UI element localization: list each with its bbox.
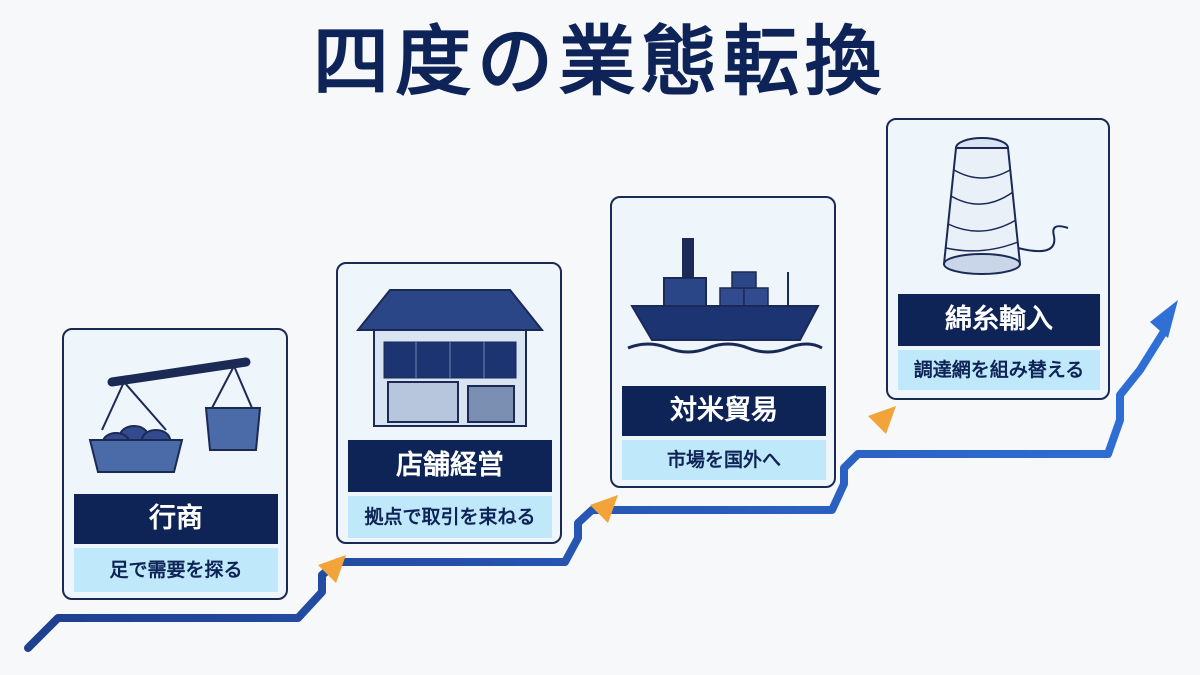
stage-name: 行商 xyxy=(74,494,278,544)
stage-desc: 市場を国外へ xyxy=(622,440,826,480)
up-arrow-icon xyxy=(318,555,346,583)
stage-card-cotton: 綿糸輸入 調達網を組み替える xyxy=(886,118,1110,400)
stage-desc: 足で需要を探る xyxy=(74,548,278,592)
carrying-pole-baskets-icon xyxy=(88,357,262,473)
thread-spool-icon xyxy=(942,137,1069,275)
stage-card-peddling: 行商 足で需要を探る xyxy=(62,328,288,600)
stage-name: 店舗経営 xyxy=(348,440,552,492)
page-title: 四度の業態転換 xyxy=(313,17,887,106)
step-line xyxy=(24,326,1169,652)
cargo-ship-icon xyxy=(627,238,823,354)
end-arrow-icon xyxy=(1150,300,1178,338)
stage-desc: 拠点で取引を束ねる xyxy=(348,496,552,538)
up-arrow-icon xyxy=(590,495,618,523)
stage-card-trade: 対米貿易 市場を国外へ xyxy=(610,196,836,488)
up-arrow-icon xyxy=(868,406,896,434)
stage-desc: 調達網を組み替える xyxy=(898,350,1100,390)
stage-name: 対米貿易 xyxy=(622,386,826,436)
storefront-icon xyxy=(355,289,545,427)
stage-name: 綿糸輸入 xyxy=(898,294,1100,346)
stage-card-store: 店舗経営 拠点で取引を束ねる xyxy=(336,262,562,544)
